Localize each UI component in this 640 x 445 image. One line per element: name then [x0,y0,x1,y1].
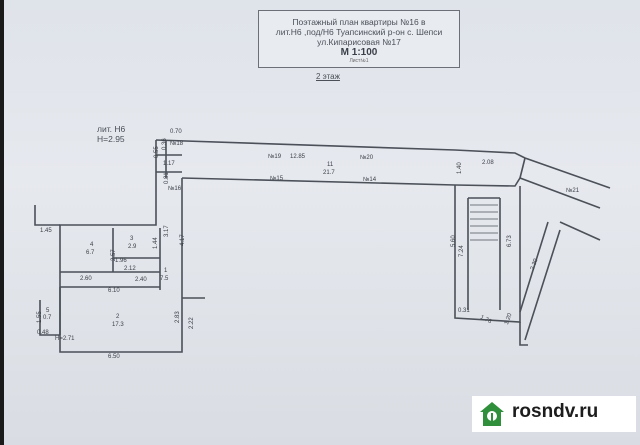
house-logo-icon [480,402,504,426]
dim-1-76: 1.76 [479,315,493,326]
dim-2-30: 2.30 [530,257,540,271]
title-line-3: ул.Кипарисовая №17 [317,37,401,47]
wall-top-outer [155,139,611,189]
dim-2-22: 2.22 [189,317,195,329]
dim-2-08: 2.08 [482,160,494,166]
dim-1-55: 1.55 [37,311,43,323]
window-n20: №20 [360,154,374,161]
scale-label: М 1:100 [340,47,378,58]
wall-top-inner [181,177,601,209]
dim-2-57: 2.57 [111,249,117,261]
dim-4-17: 4.17 [180,234,186,246]
stair-treads [470,204,498,241]
sheet-label: Лист№1 [349,58,369,64]
room-11-number: 11 [327,162,334,168]
dimension-labels: 12.85 11 21.7 №19 №20 №15 №14 1.40 2.08 … [37,129,580,360]
wall-stair-block [454,185,521,323]
stair-tread [470,204,498,241]
window-n16: №16 [168,185,182,192]
dim-2-12: 2.12 [124,266,136,272]
dim-6-73: 6.73 [507,235,513,247]
wall-stair-inner [467,197,501,310]
dim-3-17: 3.17 [164,225,170,237]
room-2-number: 2 [116,314,120,320]
plan-walls [34,139,611,353]
dim-2-60: 2.60 [80,276,92,282]
wall-wing-diagonal [519,221,561,341]
wall-stub-left [34,205,60,226]
dim-1-45: 1.45 [40,228,52,234]
wall-wing-joint [519,157,526,179]
window-n14: №14 [363,176,377,183]
room-1-number: 1 [164,268,168,274]
dim-1-96: 1.96 [115,258,127,264]
wall-stair-bottom [519,322,528,346]
room-5-number: 5 [46,308,50,314]
watermark-text: rosndv.ru [512,401,599,422]
height-2-71: Н=2.71 [55,336,75,342]
title-line-2: лит.Н6 ,под/Н6 Туапсинский р-он с. Шепси [275,27,443,37]
watermark-banner[interactable]: rosndv.ru [472,396,636,432]
window-n21: №21 [566,187,580,194]
building-info: лит. Н6 Н=2.95 [97,124,125,144]
dim-0-81: 0.81 [164,172,170,184]
room-4-number: 4 [90,242,94,248]
dim-2-40: 2.40 [135,277,147,283]
room-3-number: 3 [130,236,134,242]
floor-label: 2 этаж [316,72,340,81]
dim-12-85: 12.85 [290,154,306,160]
window-n15: №15 [270,175,284,182]
wall-wing-edge [559,221,601,241]
dim-5-60: 5.60 [451,235,457,247]
dim-2-83: 2.83 [175,311,181,323]
room-5-area: 0.7 [43,315,52,321]
room-4-area: 6.7 [86,250,95,256]
dim-0-70: 0.70 [170,129,182,135]
window-n19: №19 [268,153,282,160]
dim-1-20: 1.20 [504,312,514,326]
dim-6-50: 6.50 [108,354,120,360]
building-height: Н=2.95 [97,134,125,144]
room-3-area: 2.9 [128,244,137,250]
dim-6-10: 6.10 [108,288,120,294]
dim-1-17: 1.17 [163,161,175,167]
building-lit: лит. Н6 [97,124,126,134]
dim-7-24: 7.24 [459,245,465,257]
room-2-area: 17.3 [112,322,124,328]
wall-room5 [39,300,60,336]
plan-sheet [4,0,640,445]
dim-0-31: 0.31 [458,308,470,314]
wall-small-rooms [156,140,182,178]
title-block: Поэтажный план квартиры №16 в лит.Н6 ,по… [258,10,460,68]
title-line-1: Поэтажный план квартиры №16 в [292,17,426,27]
window-n18: №18 [170,140,184,147]
dim-0-55: 0.55 [154,146,160,158]
room-1-area: 7.5 [160,276,169,282]
dim-1-44: 1.44 [153,237,159,249]
dim-0-36: 0.36 [162,138,168,150]
dim-0-48: 0.48 [37,330,49,336]
dim-1-40: 1.40 [457,162,463,174]
room-11-area: 21.7 [323,170,335,176]
